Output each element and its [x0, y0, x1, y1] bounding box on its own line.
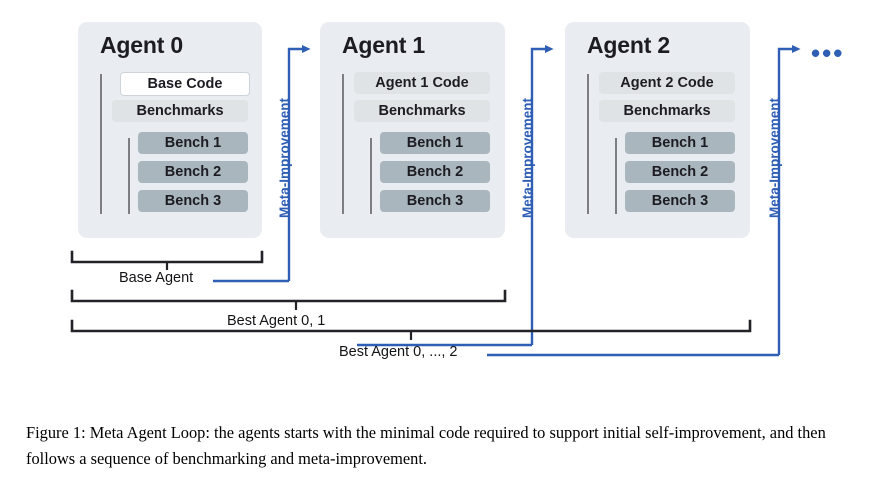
agent-card-1-title: Agent 1 [342, 32, 425, 58]
meta-improvement-label-3: Meta-Improvement [767, 97, 782, 218]
agent-card-1-bench-1[interactable]: Bench 1 [380, 132, 490, 154]
agent-card-1-outer-rule [342, 74, 344, 214]
agent-card-2-benchmarks-chip[interactable]: Benchmarks [599, 100, 735, 122]
agent-card-1-benchmarks-chip[interactable]: Benchmarks [354, 100, 490, 122]
agent-card-0-bench-3[interactable]: Bench 3 [138, 190, 248, 212]
bracket-label-base-agent: Base Agent [119, 270, 194, 286]
bracket-base-agent [70, 250, 264, 270]
agent-card-1-bench-2[interactable]: Bench 2 [380, 161, 490, 183]
meta-improvement-label-1: Meta-Improvement [277, 97, 292, 218]
agent-card-1-bench-3[interactable]: Bench 3 [380, 190, 490, 212]
agent-card-2-bench-1[interactable]: Bench 1 [625, 132, 735, 154]
continuation-ellipsis-icon: ••• [811, 38, 845, 68]
bracket-best-agent-02 [70, 319, 752, 340]
agent-card-2-outer-rule [587, 74, 589, 214]
agent-card-0: Agent 0 Base Code Benchmarks Bench 1 Ben… [78, 22, 262, 238]
agent-card-2: Agent 2 Agent 2 Code Benchmarks Bench 1 … [565, 22, 750, 238]
agent-card-0-code-chip[interactable]: Base Code [120, 72, 250, 96]
agent-card-2-code-chip[interactable]: Agent 2 Code [599, 72, 735, 94]
meta-improvement-label-2: Meta-Improvement [520, 97, 535, 218]
agent-card-1: Agent 1 Agent 1 Code Benchmarks Bench 1 … [320, 22, 505, 238]
agent-card-2-bench-2[interactable]: Bench 2 [625, 161, 735, 183]
agent-card-2-title: Agent 2 [587, 32, 670, 58]
agent-card-0-inner-rule [128, 138, 130, 214]
agent-card-2-inner-rule [615, 138, 617, 214]
agent-card-1-code-chip[interactable]: Agent 1 Code [354, 72, 490, 94]
agent-card-0-title: Agent 0 [100, 32, 183, 58]
agent-card-1-inner-rule [370, 138, 372, 214]
bracket-best-agent-01 [70, 289, 507, 310]
bracket-label-best-agent-02: Best Agent 0, ..., 2 [339, 344, 458, 360]
agent-card-2-bench-3[interactable]: Bench 3 [625, 190, 735, 212]
agent-card-0-benchmarks-chip[interactable]: Benchmarks [112, 100, 248, 122]
agent-card-0-outer-rule [100, 74, 102, 214]
agent-card-0-bench-2[interactable]: Bench 2 [138, 161, 248, 183]
bracket-label-best-agent-01: Best Agent 0, 1 [227, 313, 326, 329]
figure-caption: Figure 1: Meta Agent Loop: the agents st… [26, 423, 826, 468]
agent-card-0-bench-1[interactable]: Bench 1 [138, 132, 248, 154]
